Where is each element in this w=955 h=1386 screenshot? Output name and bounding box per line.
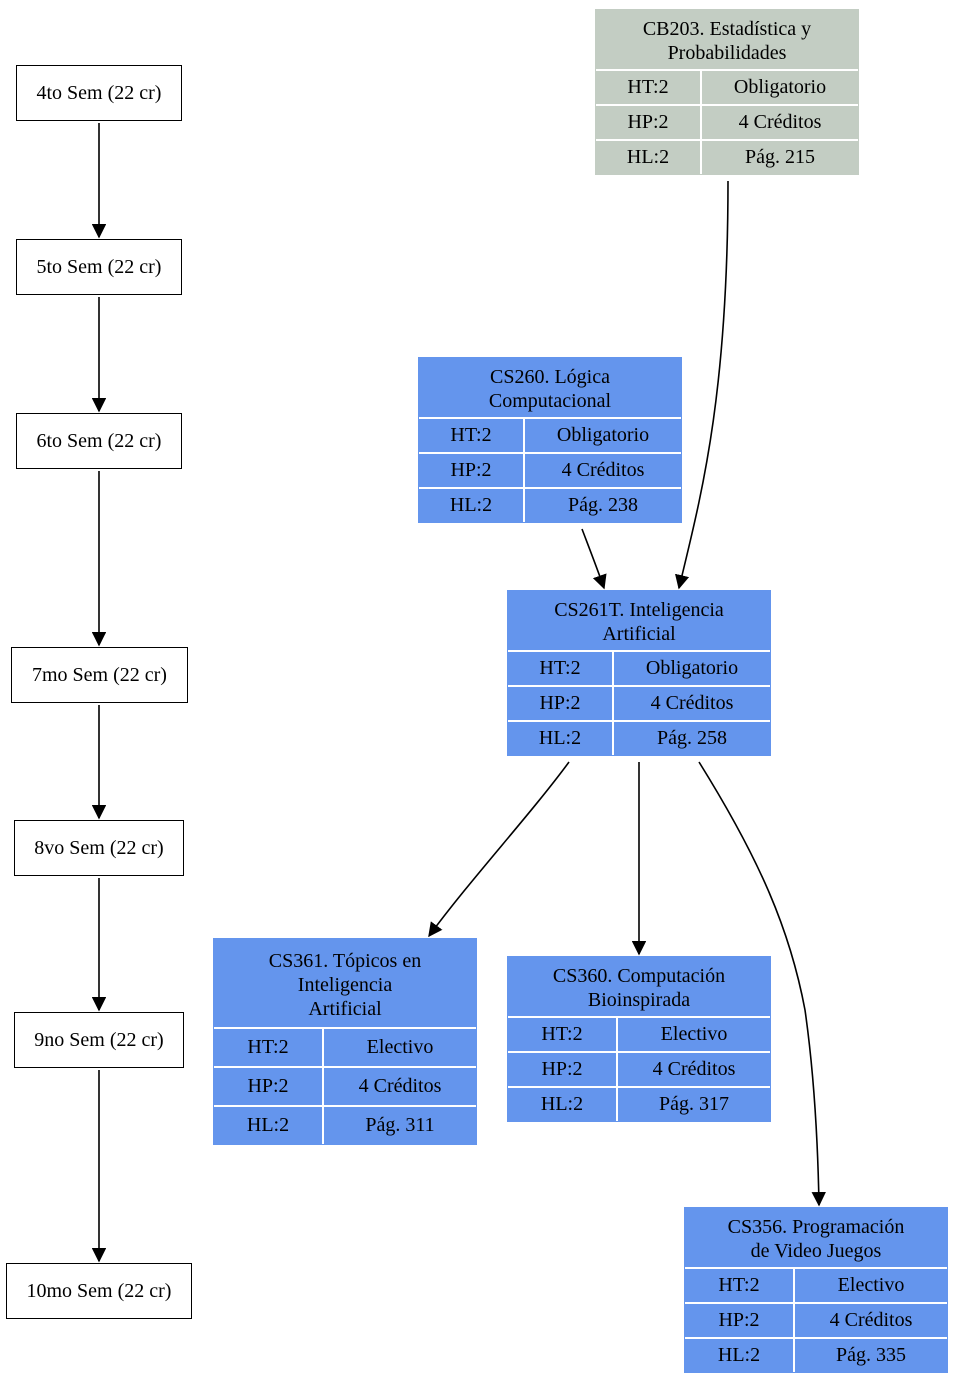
course-node-cs360[interactable]: CS360. Computación Bioinspirada HT:2 Ele… bbox=[507, 956, 771, 1122]
hours-lab: HL:2 bbox=[214, 1105, 322, 1144]
course-credits: 4 Créditos bbox=[616, 1051, 770, 1086]
hours-theory: HT:2 bbox=[508, 650, 612, 685]
semester-node-8[interactable]: 8vo Sem (22 cr) bbox=[14, 820, 184, 876]
hours-theory: HT:2 bbox=[685, 1267, 793, 1302]
course-type: Electivo bbox=[616, 1016, 770, 1051]
course-title: CS361. Tópicos en Inteligencia Artificia… bbox=[214, 939, 476, 1027]
edge-cs261t-to-cs361 bbox=[428, 761, 570, 938]
course-page: Pág. 258 bbox=[612, 720, 770, 755]
hours-practice: HP:2 bbox=[596, 104, 700, 139]
hours-theory: HT:2 bbox=[596, 69, 700, 104]
course-title: CS356. Programación de Video Juegos bbox=[685, 1208, 947, 1267]
hours-theory: HT:2 bbox=[419, 417, 523, 452]
course-page: Pág. 317 bbox=[616, 1086, 770, 1121]
course-title-line: Probabilidades bbox=[667, 42, 787, 64]
hours-practice: HP:2 bbox=[214, 1066, 322, 1105]
course-title-line: CS361. Tópicos en bbox=[268, 949, 422, 972]
course-credits: 4 Créditos bbox=[700, 104, 858, 139]
hours-lab: HL:2 bbox=[685, 1337, 793, 1372]
course-node-cs261t[interactable]: CS261T. Inteligencia Artificial HT:2 Obl… bbox=[507, 590, 771, 756]
course-title: CS261T. Inteligencia Artificial bbox=[508, 591, 770, 650]
course-credits: 4 Créditos bbox=[793, 1302, 947, 1337]
course-page: Pág. 311 bbox=[322, 1105, 476, 1144]
course-title-line: CB203. Estadística y bbox=[642, 18, 812, 40]
course-title-line: Artificial bbox=[308, 997, 382, 1020]
course-title-line: CS260. Lógica bbox=[490, 366, 610, 388]
hours-practice: HP:2 bbox=[685, 1302, 793, 1337]
course-node-cs361[interactable]: CS361. Tópicos en Inteligencia Artificia… bbox=[213, 938, 477, 1145]
hours-practice: HP:2 bbox=[508, 1051, 616, 1086]
course-node-cb203[interactable]: CB203. Estadística y Probabilidades HT:2… bbox=[595, 9, 859, 175]
hours-lab: HL:2 bbox=[508, 1086, 616, 1121]
course-title-line: CS261T. Inteligencia bbox=[554, 599, 724, 621]
course-title: CS360. Computación Bioinspirada bbox=[508, 957, 770, 1016]
course-credits: 4 Créditos bbox=[612, 685, 770, 720]
course-type: Obligatorio bbox=[700, 69, 858, 104]
hours-lab: HL:2 bbox=[508, 720, 612, 755]
semester-node-5[interactable]: 5to Sem (22 cr) bbox=[16, 239, 182, 295]
course-type: Electivo bbox=[793, 1267, 947, 1302]
hours-theory: HT:2 bbox=[508, 1016, 616, 1051]
course-title-line: de Video Juegos bbox=[750, 1240, 882, 1262]
hours-lab: HL:2 bbox=[419, 487, 523, 522]
course-node-cs356[interactable]: CS356. Programación de Video Juegos HT:2… bbox=[684, 1207, 948, 1373]
course-page: Pág. 335 bbox=[793, 1337, 947, 1372]
hours-practice: HP:2 bbox=[419, 452, 523, 487]
semester-node-6[interactable]: 6to Sem (22 cr) bbox=[16, 413, 182, 469]
semester-node-9[interactable]: 9no Sem (22 cr) bbox=[14, 1012, 184, 1068]
course-type: Electivo bbox=[322, 1027, 476, 1066]
course-page: Pág. 238 bbox=[523, 487, 681, 522]
course-type: Obligatorio bbox=[612, 650, 770, 685]
hours-lab: HL:2 bbox=[596, 139, 700, 174]
course-title-line: Artificial bbox=[602, 623, 676, 645]
course-title: CB203. Estadística y Probabilidades bbox=[596, 10, 858, 69]
course-title-line: CS360. Computación bbox=[552, 965, 726, 987]
edge-cb203-to-cs261t bbox=[675, 180, 729, 590]
course-title-line: Computacional bbox=[488, 390, 612, 412]
course-title: CS260. Lógica Computacional bbox=[419, 358, 681, 417]
course-title-line: CS356. Programación bbox=[727, 1216, 905, 1238]
hours-practice: HP:2 bbox=[508, 685, 612, 720]
course-node-cs260[interactable]: CS260. Lógica Computacional HT:2 Obligat… bbox=[418, 357, 682, 523]
course-title-line: Bioinspirada bbox=[587, 989, 691, 1011]
edge-cs260-to-cs261t bbox=[581, 528, 607, 590]
course-credits: 4 Créditos bbox=[322, 1066, 476, 1105]
course-credits: 4 Créditos bbox=[523, 452, 681, 487]
course-title-line: Inteligencia bbox=[297, 973, 393, 996]
course-type: Obligatorio bbox=[523, 417, 681, 452]
semester-node-10[interactable]: 10mo Sem (22 cr) bbox=[6, 1263, 192, 1319]
course-page: Pág. 215 bbox=[700, 139, 858, 174]
semester-node-7[interactable]: 7mo Sem (22 cr) bbox=[11, 647, 188, 703]
edge-cs261t-to-cs356 bbox=[698, 761, 826, 1207]
hours-theory: HT:2 bbox=[214, 1027, 322, 1066]
semester-node-4[interactable]: 4to Sem (22 cr) bbox=[16, 65, 182, 121]
